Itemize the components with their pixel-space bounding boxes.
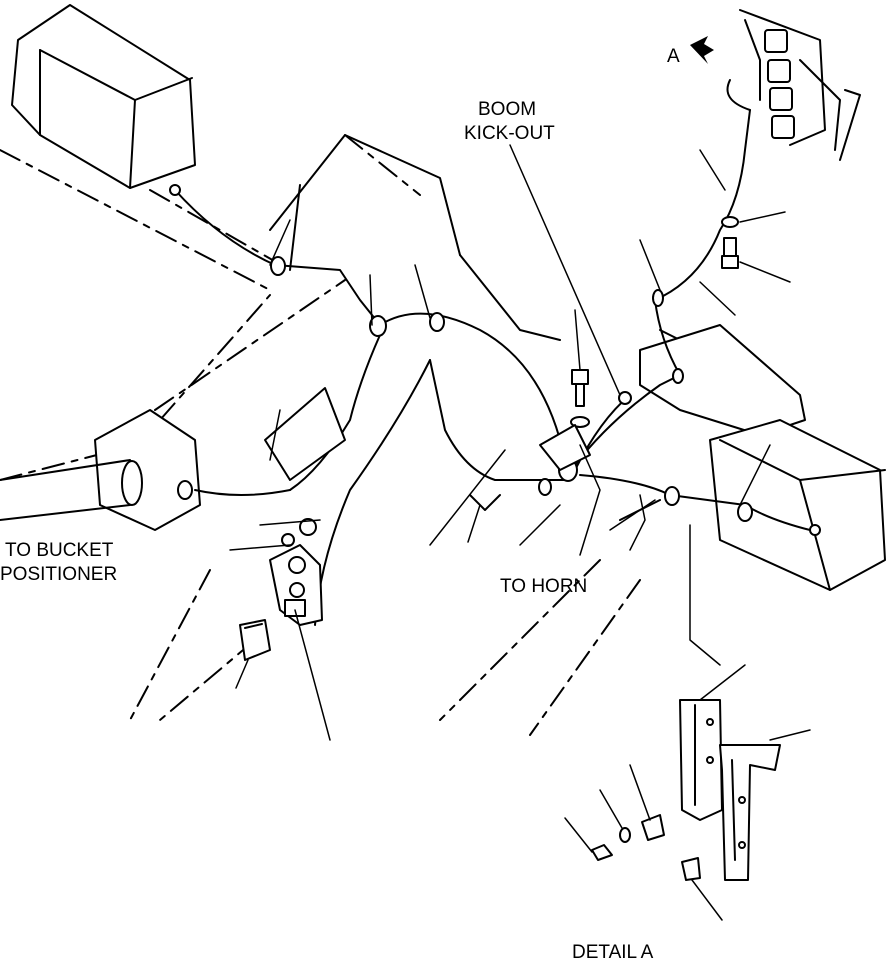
detail-marker-label: A bbox=[667, 46, 680, 67]
switch-assembly bbox=[269, 518, 323, 626]
upper-right-switch-stack bbox=[726, 9, 861, 161]
bolt-center bbox=[570, 369, 590, 428]
right-frame-block bbox=[639, 324, 886, 591]
clip-left bbox=[239, 619, 271, 661]
bucket-positioner-label-line2: POSITIONER bbox=[0, 564, 117, 585]
wire-tags bbox=[264, 387, 591, 481]
detail-a-brackets bbox=[591, 699, 781, 881]
left-cylinder bbox=[0, 409, 201, 531]
leader-lines bbox=[229, 144, 811, 921]
boom-kickout-label-line1: BOOM bbox=[478, 99, 536, 120]
bucket-positioner-label-line1: TO BUCKET bbox=[5, 540, 114, 561]
detail-title-label: DETAIL A bbox=[572, 942, 654, 960]
upper-left-frame-block bbox=[11, 4, 196, 189]
detail-a-arrow bbox=[690, 36, 714, 64]
bolt-right bbox=[721, 216, 739, 269]
horn-label: TO HORN bbox=[500, 576, 587, 597]
boom-kickout-label-line2: KICK-OUT bbox=[464, 123, 555, 144]
diagram-labels: BOOM KICK-OUT TO BUCKET POSITIONER TO HO… bbox=[0, 46, 680, 960]
